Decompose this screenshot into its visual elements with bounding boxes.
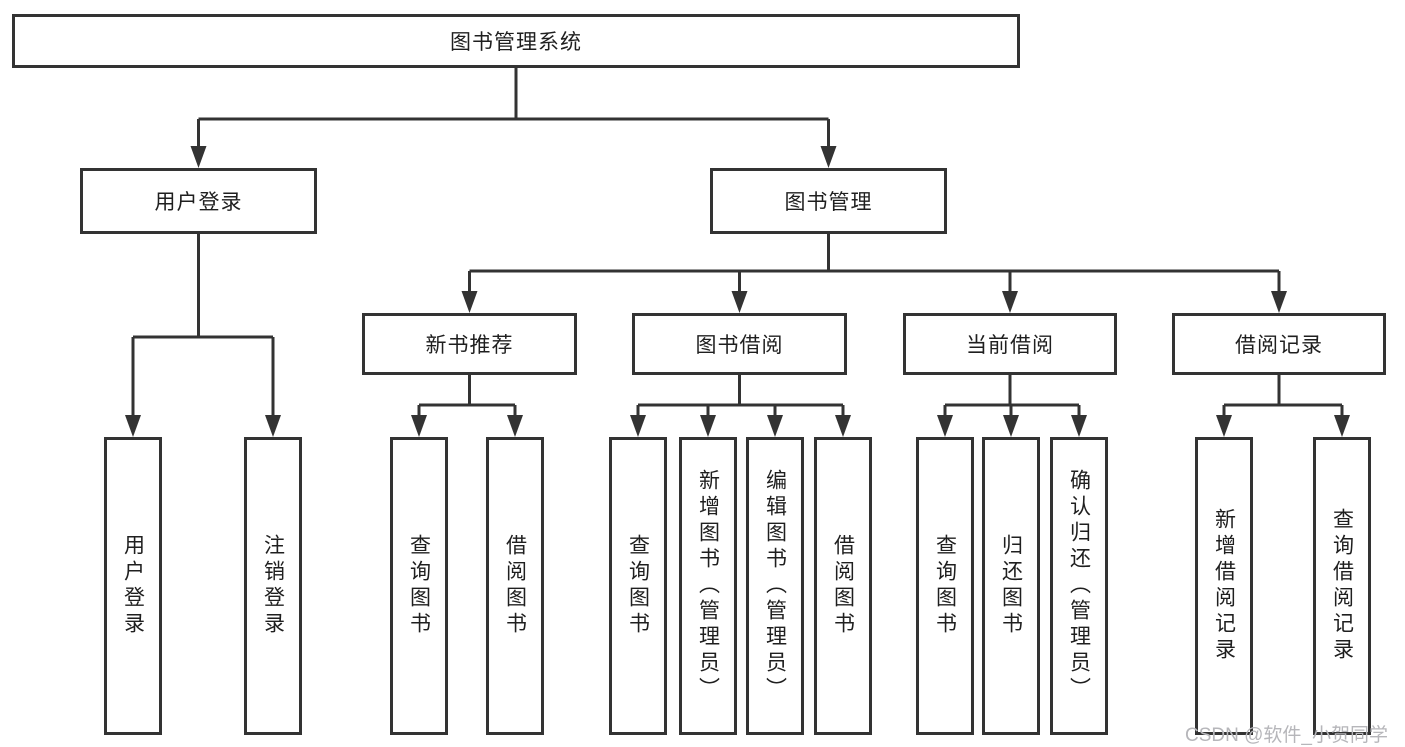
node-leaf-query-borrow-record: 查询借阅记录: [1313, 437, 1371, 735]
node-leaf-logout: 注销登录: [244, 437, 302, 735]
node-current-borrowing: 当前借阅: [903, 313, 1117, 375]
node-book-borrowing: 图书借阅: [632, 313, 847, 375]
node-book-management: 图书管理: [710, 168, 947, 234]
node-borrowing-records: 借阅记录: [1172, 313, 1386, 375]
node-leaf-confirm-return-admin: 确认归还（管理员）: [1050, 437, 1108, 735]
node-leaf-borrow-books: 借阅图书: [814, 437, 872, 735]
node-leaf-query-books-borrow: 查询图书: [609, 437, 667, 735]
node-leaf-return-books: 归还图书: [982, 437, 1040, 735]
node-new-book-recommendation: 新书推荐: [362, 313, 577, 375]
node-leaf-borrow-books-recommend: 借阅图书: [486, 437, 544, 735]
node-leaf-query-books-current: 查询图书: [916, 437, 974, 735]
node-leaf-add-books-admin: 新增图书（管理员）: [679, 437, 737, 735]
node-leaf-query-books-recommend: 查询图书: [390, 437, 448, 735]
node-library-system: 图书管理系统: [12, 14, 1020, 68]
node-user-login: 用户登录: [80, 168, 317, 234]
node-leaf-user-login: 用户登录: [104, 437, 162, 735]
node-leaf-add-borrow-record: 新增借阅记录: [1195, 437, 1253, 735]
arrowheads: [125, 146, 1350, 437]
watermark: CSDN @软件_小贺同学: [1185, 725, 1388, 746]
node-leaf-edit-books-admin: 编辑图书（管理员）: [746, 437, 804, 735]
